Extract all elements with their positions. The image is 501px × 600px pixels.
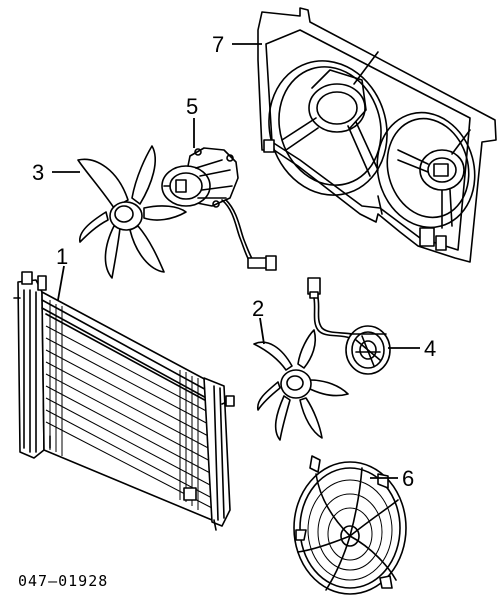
callout-5: 5 <box>186 94 198 119</box>
fan-motor-large <box>161 147 277 271</box>
fan-blade-small <box>253 329 349 441</box>
fan-blade-large <box>77 145 187 279</box>
leader-lines <box>52 43 420 479</box>
callout-1: 1 <box>56 244 68 269</box>
fan-guard <box>293 455 407 595</box>
radiator <box>13 271 235 531</box>
callout-6: 6 <box>402 466 414 491</box>
fan-shroud <box>257 7 497 263</box>
callout-7: 7 <box>212 32 224 57</box>
callout-4: 4 <box>424 336 436 361</box>
diagram-code: 047–01928 <box>18 572 108 590</box>
callout-2: 2 <box>252 296 264 321</box>
callout-3: 3 <box>32 160 44 185</box>
fan-motor-small <box>307 277 391 375</box>
